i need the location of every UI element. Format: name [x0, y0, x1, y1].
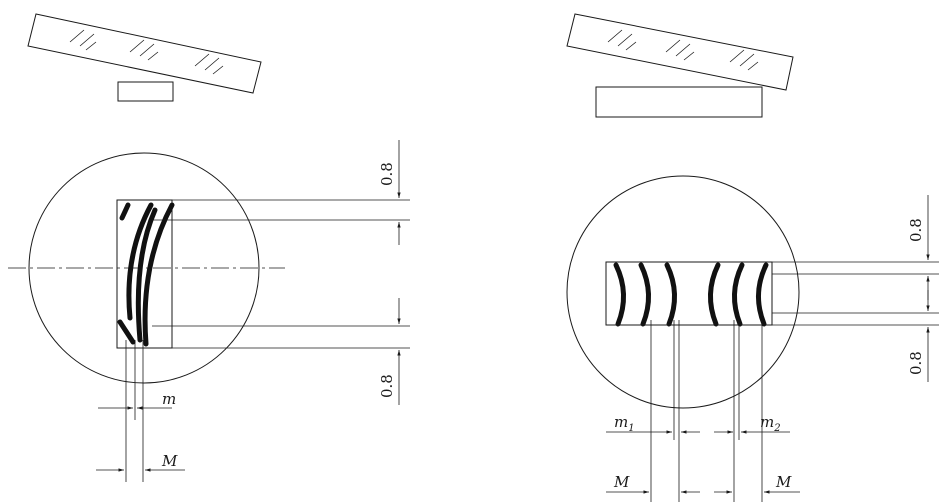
left-view-circle — [28, 152, 260, 384]
right-extension-lines — [606, 261, 939, 326]
left-label-m: m — [162, 390, 176, 408]
left-dimension-top: 0.8 — [378, 140, 401, 245]
right-view-circle — [566, 175, 800, 409]
left-dimension-bottom: 0.8 — [378, 298, 401, 405]
right-label-m1: m1 — [614, 413, 635, 434]
right-dimension-bottom: 0.8 — [907, 290, 930, 382]
left-extension-lines — [117, 199, 410, 349]
right-dimension-M-left: M — [606, 473, 700, 494]
right-figure: 0.8 0.8 m1 m2 — [566, 13, 939, 502]
right-dimension-top: 0.8 — [907, 195, 930, 300]
left-dim-bottom-label: 0.8 — [378, 374, 396, 398]
left-label-M: M — [161, 452, 178, 470]
right-label-m2: m2 — [760, 413, 781, 434]
right-gauge-block — [595, 86, 763, 118]
left-dim-top-label: 0.8 — [378, 162, 396, 186]
left-gauge-block — [117, 81, 174, 102]
right-label-M-left: M — [613, 473, 630, 491]
right-dimension-M-right: M — [714, 473, 800, 494]
right-optical-flat — [566, 13, 794, 91]
right-dim-top-label: 0.8 — [907, 218, 925, 242]
left-optical-flat — [27, 13, 262, 94]
right-projection-lines — [650, 320, 763, 502]
right-dimension-m1: m1 — [606, 413, 700, 434]
right-fringes — [613, 262, 769, 327]
right-dimension-m2: m2 — [714, 413, 790, 434]
right-label-M-right: M — [775, 473, 792, 491]
left-dimension-M: M — [96, 452, 185, 472]
right-dim-bottom-label: 0.8 — [907, 351, 925, 375]
left-dimension-m: m — [98, 390, 176, 410]
left-projection-lines — [125, 340, 144, 482]
left-figure: 0.8 0.8 m M — [8, 13, 410, 482]
right-gauge-face — [605, 261, 773, 326]
left-fringes — [117, 202, 175, 347]
